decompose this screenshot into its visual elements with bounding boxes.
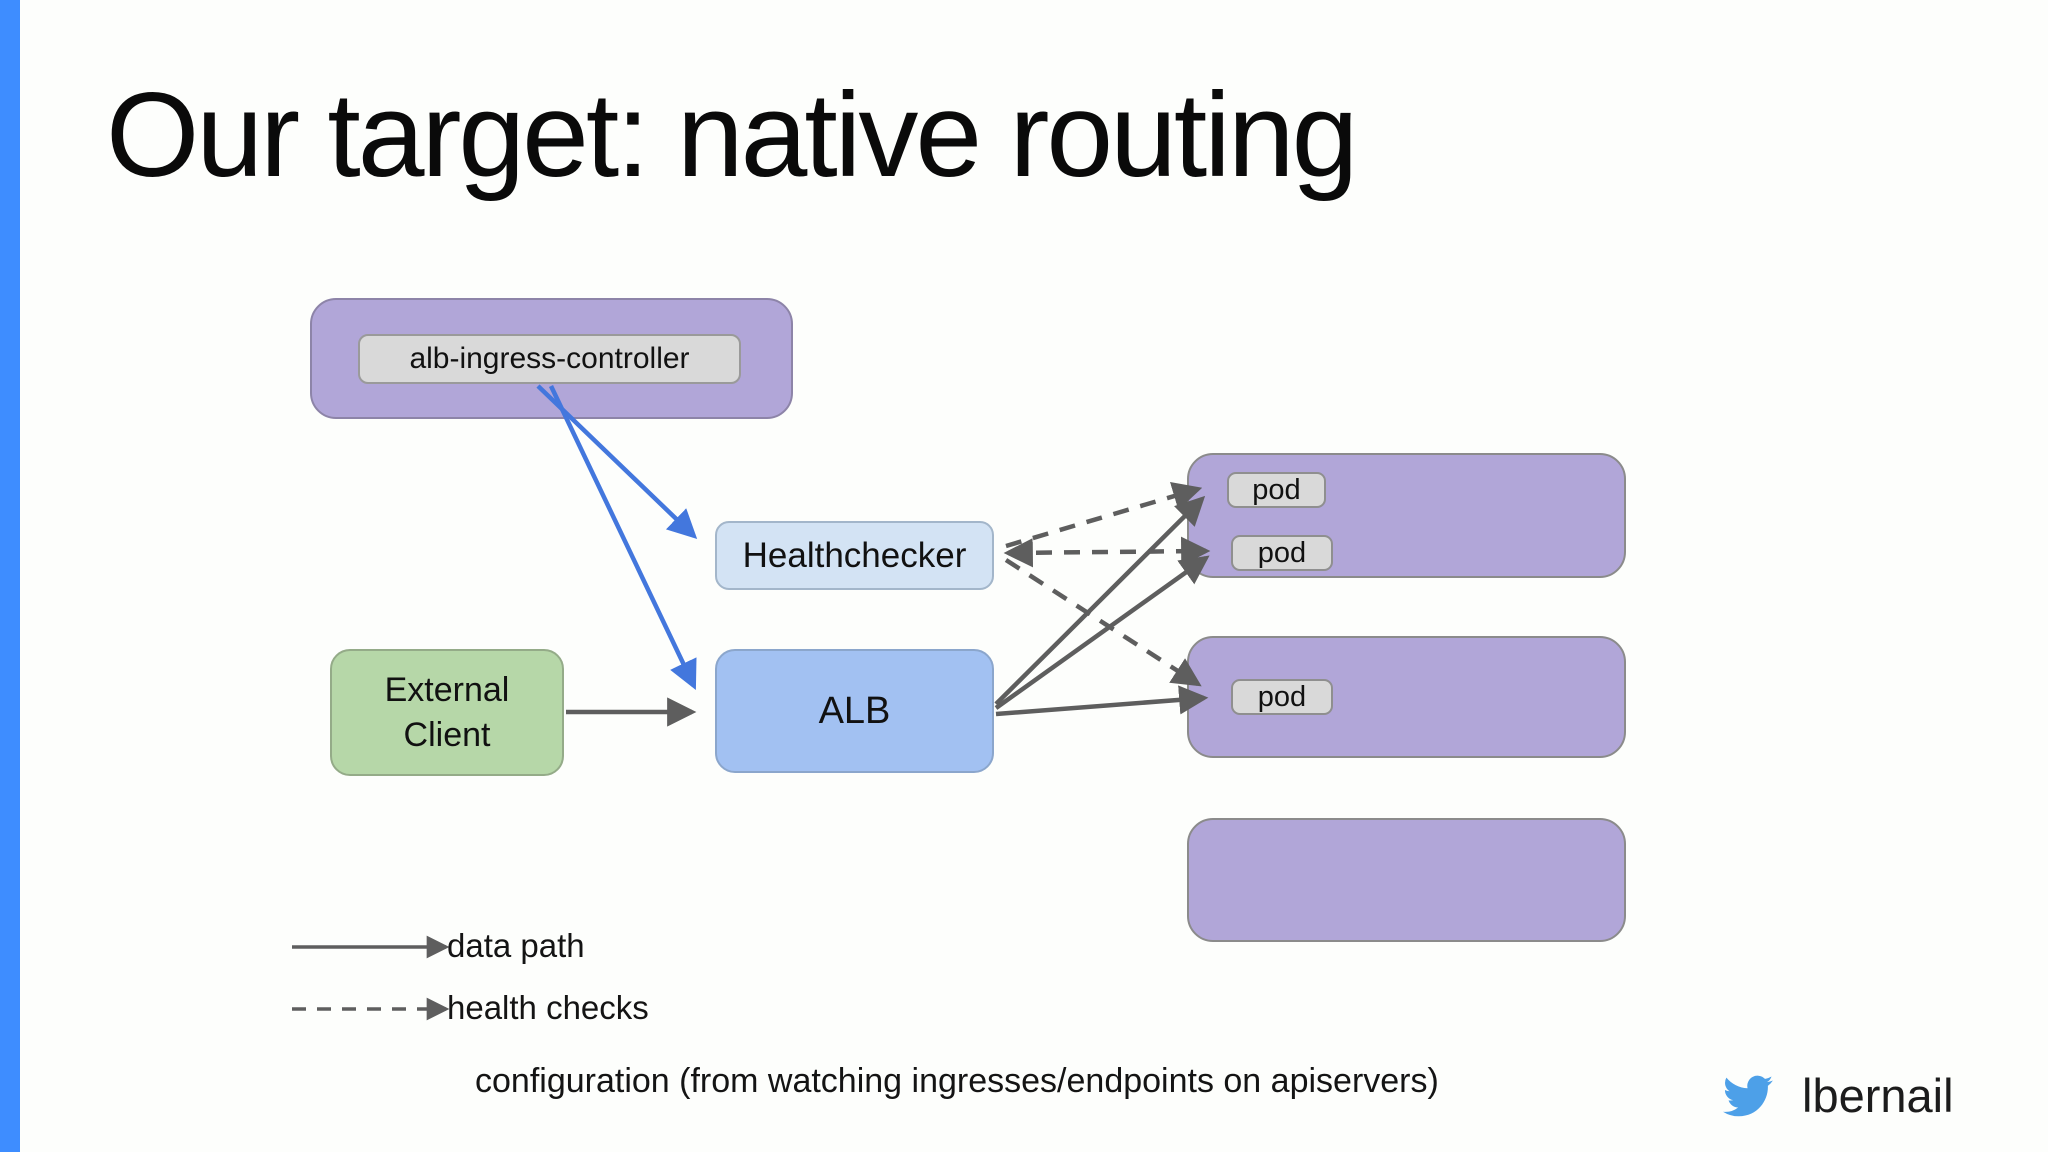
pod-label: pod (1257, 680, 1307, 713)
health-arrow-healthchecker-to-pod2 (1003, 536, 1211, 568)
external-client-label-line1: External (384, 671, 510, 710)
data-arrow-alb-to-pod1 (994, 495, 1206, 706)
data-arrow-alb-to-pod2 (994, 555, 1210, 710)
legend-configuration-label: configuration (from watching ingresses/e… (475, 1062, 1439, 1100)
page-title: Our target: native routing (106, 68, 1358, 202)
health-arrow-healthchecker-to-pod1 (1005, 482, 1203, 549)
pod-group-1: pod pod (1187, 453, 1626, 578)
alb-ingress-controller-node: alb-ingress-controller (358, 334, 741, 384)
twitter-bird-icon (1723, 1075, 1773, 1116)
alb-ingress-controller-label: alb-ingress-controller (409, 342, 690, 375)
config-arrow-controller-to-alb (548, 385, 697, 690)
pod-group-2: pod (1187, 636, 1626, 758)
pod-label: pod (1252, 473, 1301, 506)
healthchecker-node: Healthchecker (715, 521, 994, 590)
external-client-node: External Client (330, 649, 564, 776)
health-arrow-healthchecker-to-pod3 (1004, 558, 1202, 687)
alb-label: ALB (818, 689, 891, 732)
pod-group-3 (1187, 818, 1626, 942)
pod-label: pod (1257, 536, 1307, 569)
alb-node: ALB (715, 649, 994, 773)
twitter-handle: lbernail (1802, 1069, 1954, 1122)
pod-node: pod (1231, 535, 1333, 571)
pod-node: pod (1231, 679, 1333, 715)
footer: lbernail (1718, 1068, 1954, 1123)
left-accent-bar (0, 0, 20, 1152)
pod-node: pod (1227, 472, 1326, 508)
external-client-label-line2: Client (403, 715, 491, 754)
legend-data-path-label: data path (447, 927, 585, 964)
healthchecker-label: Healthchecker (742, 535, 967, 575)
legend-health-checks-label: health checks (447, 989, 649, 1026)
data-arrow-alb-to-pod3 (995, 685, 1209, 717)
